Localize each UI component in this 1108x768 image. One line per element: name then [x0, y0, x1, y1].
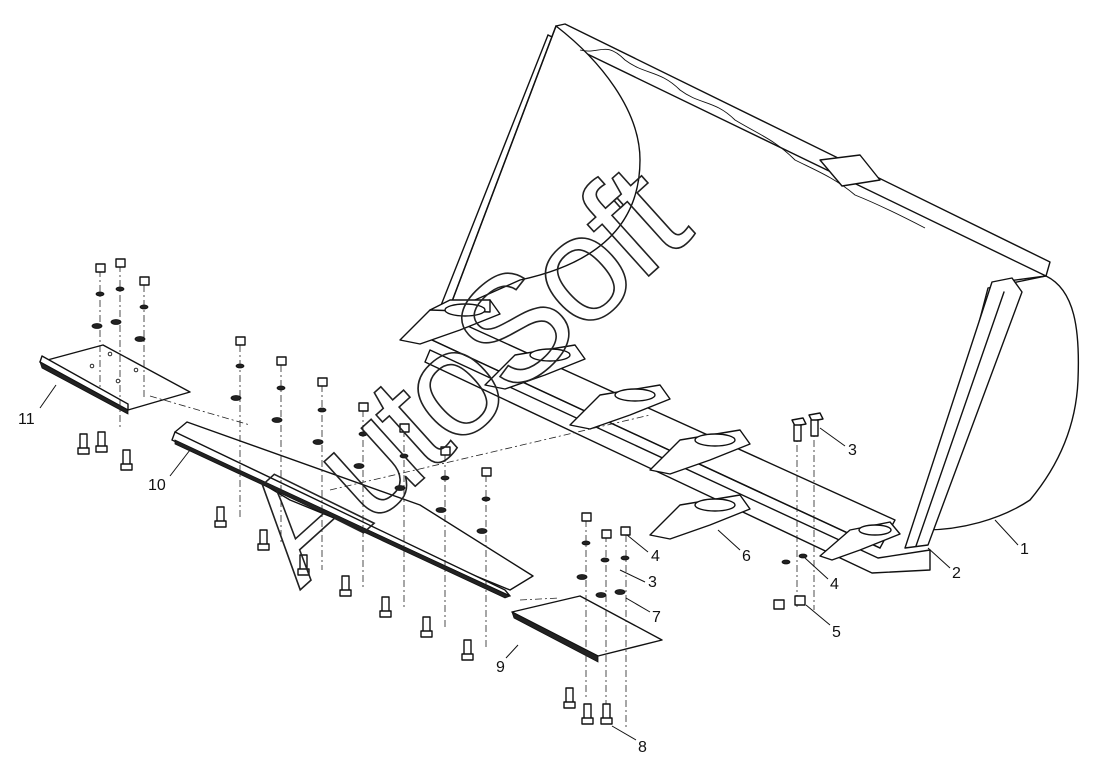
callout-10: 10	[148, 477, 166, 494]
callouts: 1 2 3 3 4 4 5 6 7 8 9 10 11	[18, 384, 1029, 756]
callout-7: 7	[652, 609, 661, 626]
callout-3-lower: 3	[648, 574, 657, 591]
loader-bucket	[424, 23, 1080, 574]
callout-1: 1	[1020, 541, 1029, 558]
callout-9: 9	[496, 659, 505, 676]
callout-2: 2	[952, 565, 961, 582]
end-bolt-set	[773, 412, 824, 610]
tooth-adapters	[399, 299, 901, 561]
alignment-lines	[149, 395, 651, 601]
tooth-part-6	[649, 494, 751, 540]
callout-4-upper: 4	[830, 576, 839, 593]
cutting-blade-11	[39, 258, 191, 471]
cutting-blade-9	[511, 512, 663, 730]
cutting-blade-10	[171, 336, 534, 661]
callout-8: 8	[638, 739, 647, 756]
callout-11: 11	[18, 411, 35, 428]
callout-5: 5	[832, 624, 841, 641]
callout-3-upper: 3	[848, 442, 857, 459]
callout-4-lower: 4	[651, 548, 660, 565]
callout-6: 6	[742, 548, 751, 565]
